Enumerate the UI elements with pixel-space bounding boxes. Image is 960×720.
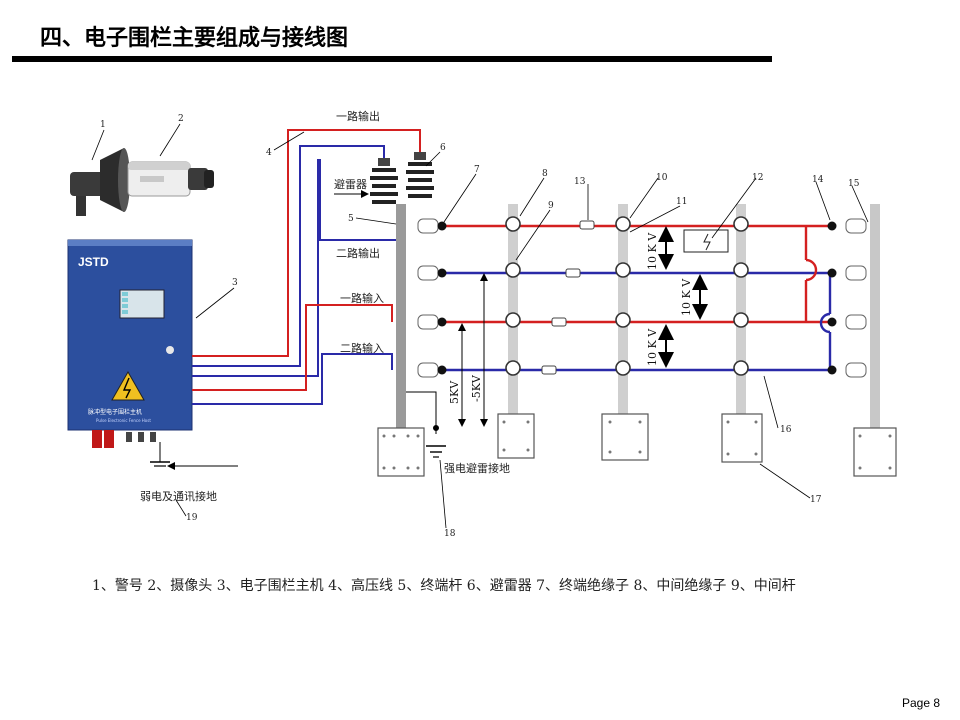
high-voltage-warning-icon bbox=[111, 370, 145, 401]
alarm-box bbox=[683, 229, 729, 253]
pole-base-bolts bbox=[382, 420, 892, 470]
wire-tensioners bbox=[541, 220, 595, 375]
label-5kv: 5KV bbox=[448, 380, 461, 404]
siren-icon bbox=[70, 148, 130, 216]
callout-19: 19 bbox=[186, 513, 198, 523]
callout-11: 11 bbox=[676, 197, 687, 207]
host-panel-label-en: Pulse Electronic Fence Host bbox=[96, 418, 151, 423]
fence-host-unit: JSTD 脉冲型电子围栏主机 Pulse Electronic Fence Ho… bbox=[67, 239, 193, 448]
callout-8: 8 bbox=[542, 169, 548, 179]
intermediate-pole-c bbox=[736, 204, 746, 414]
strong-ground-icon bbox=[406, 391, 446, 458]
label-arrester: 避雷器 bbox=[334, 177, 367, 191]
label-10kv-bottom: 10 K V bbox=[646, 328, 659, 366]
callout-12: 12 bbox=[752, 173, 763, 183]
callout-numbers: 1 2 3 4 5 6 7 8 9 10 11 12 13 14 15 16 1… bbox=[100, 114, 860, 539]
label-weak-ground: 弱电及通讯接地 bbox=[140, 490, 217, 503]
indicator-led-icon bbox=[122, 292, 128, 296]
terminal-pole-right bbox=[870, 204, 880, 432]
component-legend: 1、警号 2、摄像头 3、电子围栏主机 4、高压线 5、终端杆 6、避雷器 7、… bbox=[92, 578, 796, 594]
callout-16: 16 bbox=[780, 425, 792, 435]
callout-7: 7 bbox=[474, 165, 480, 175]
label-line-in-1: 一路输入 bbox=[340, 291, 384, 305]
host-brand: JSTD bbox=[78, 255, 109, 269]
terminal-pole-left bbox=[396, 204, 406, 434]
intermediate-pole-b bbox=[618, 204, 628, 414]
label-10kv-middle: 10 K V bbox=[680, 278, 693, 316]
terminal-insulators bbox=[417, 218, 867, 378]
intermediate-insulators bbox=[505, 216, 749, 376]
intermediate-pole-a bbox=[508, 204, 518, 414]
callout-4: 4 bbox=[266, 148, 272, 158]
label-neg-5kv: -5KV bbox=[470, 374, 483, 402]
callout-2: 2 bbox=[178, 114, 184, 124]
callout-18: 18 bbox=[444, 529, 456, 539]
callout-5: 5 bbox=[348, 214, 354, 224]
callout-1: 1 bbox=[100, 120, 106, 130]
fence-poles bbox=[396, 204, 880, 434]
slide-title: 四、电子围栏主要组成与接线图 bbox=[40, 26, 349, 51]
callout-13: 13 bbox=[574, 177, 586, 187]
callout-10: 10 bbox=[656, 173, 668, 183]
label-line-out-2: 二路输出 bbox=[336, 246, 380, 260]
voltage-arrows bbox=[458, 226, 708, 427]
label-10kv-top: 10 K V bbox=[646, 232, 659, 270]
callout-17: 17 bbox=[810, 495, 822, 505]
title-underline bbox=[12, 56, 772, 62]
callout-6: 6 bbox=[440, 143, 446, 153]
host-panel-label: 脉冲型电子围栏主机 bbox=[88, 408, 142, 416]
callout-14: 14 bbox=[812, 175, 824, 185]
camera-icon bbox=[127, 161, 214, 197]
label-line-in-2: 二路输入 bbox=[340, 341, 384, 355]
key-lock-icon bbox=[166, 346, 174, 354]
fence-wires bbox=[440, 224, 832, 372]
lightning-arrester-icon bbox=[370, 152, 434, 204]
page-number: Page 8 bbox=[902, 696, 941, 710]
callout-3: 3 bbox=[232, 278, 238, 288]
callout-9: 9 bbox=[548, 201, 554, 211]
callout-15: 15 bbox=[848, 179, 860, 189]
callout-leaders bbox=[91, 123, 869, 529]
label-line-out-1: 一路输出 bbox=[336, 109, 380, 123]
label-strong-ground: 强电避雷接地 bbox=[444, 461, 510, 475]
